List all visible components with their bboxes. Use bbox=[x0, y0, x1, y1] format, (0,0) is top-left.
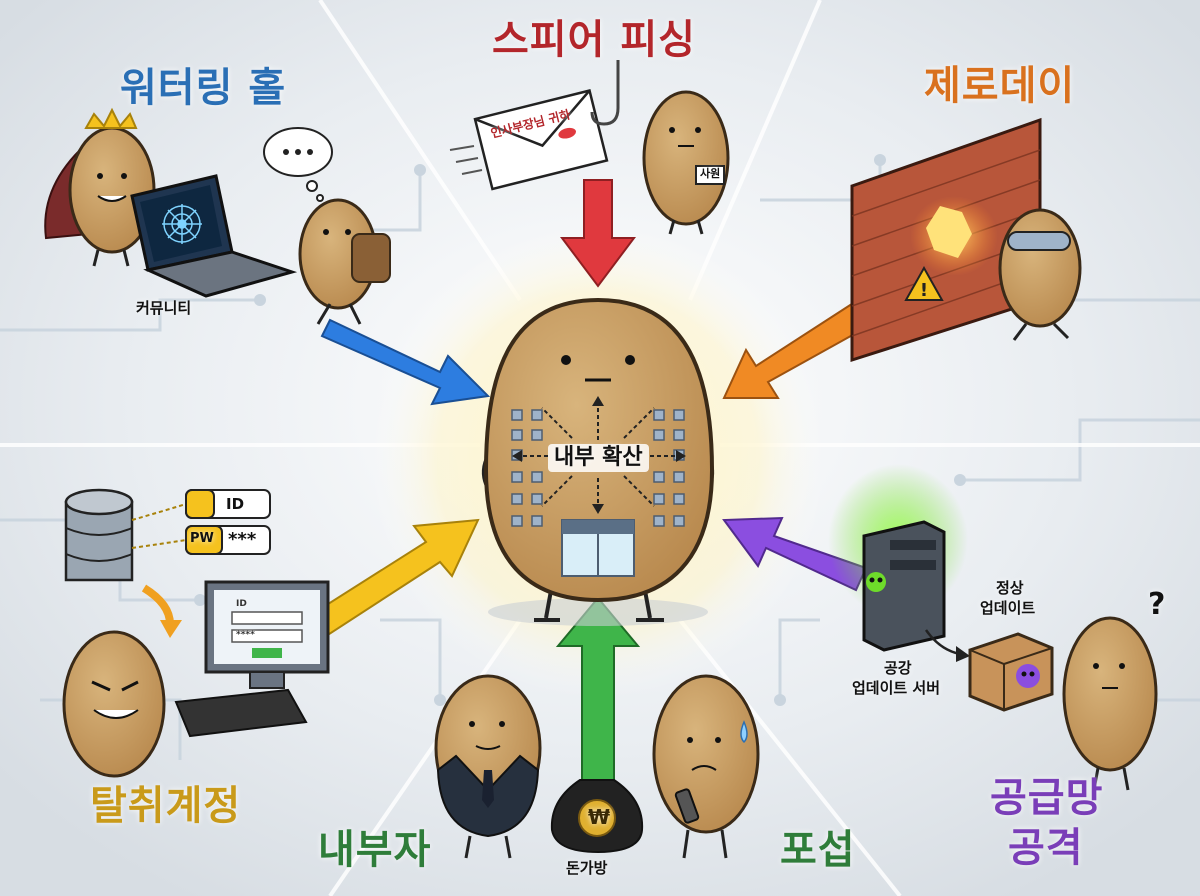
category-spear-phishing: 스피어 피싱 bbox=[492, 17, 696, 63]
insider-scene bbox=[434, 674, 760, 859]
arrow-spear-phishing bbox=[560, 179, 636, 288]
category-watering-hole: 워터링 홀 bbox=[120, 65, 287, 111]
fake-server-caption-line2: 업데이트 서버 bbox=[852, 679, 941, 697]
category-stolen-account: 탈취계정 bbox=[90, 783, 242, 829]
normal-update-caption-line2: 업데이트 bbox=[980, 599, 1036, 617]
spear-phishing-scene bbox=[449, 60, 730, 235]
keyboard bbox=[174, 688, 308, 738]
badge-caption: 사원 bbox=[700, 167, 721, 180]
monitor-pw-label: **** bbox=[236, 630, 255, 640]
envelope-icon bbox=[473, 89, 609, 191]
category-pos: 포섭 bbox=[780, 827, 856, 873]
category-supply-chain-line1: 공급망 bbox=[990, 775, 1104, 821]
center-label: 내부 확산 bbox=[548, 444, 649, 473]
monitor bbox=[204, 580, 330, 689]
category-zero-day: 제로데이 bbox=[924, 63, 1076, 109]
fishhook-icon bbox=[590, 60, 620, 126]
normal-update-caption-line1: 정상 bbox=[996, 579, 1024, 597]
watering-hole-scene bbox=[44, 107, 391, 325]
spider-web-icon bbox=[162, 204, 202, 244]
skull-icon bbox=[866, 572, 886, 592]
pw-tag-mask: *** bbox=[228, 529, 257, 550]
building-windows bbox=[511, 409, 685, 527]
spread-arrows bbox=[518, 402, 680, 508]
usb-icon bbox=[674, 788, 700, 824]
speed-lines bbox=[449, 145, 483, 175]
money-bag-caption: 돈가방 bbox=[566, 859, 608, 877]
fake-server-caption-line1: 공강 bbox=[884, 659, 912, 677]
svg-text:!: ! bbox=[920, 280, 928, 301]
server-icon bbox=[862, 520, 946, 652]
arrow-watering-hole bbox=[320, 318, 491, 406]
package-icon bbox=[968, 632, 1054, 712]
pw-tag-label: PW bbox=[190, 531, 214, 546]
warning-icon bbox=[904, 265, 944, 301]
question-mark-icon: ? bbox=[1148, 587, 1166, 622]
category-insider: 내부자 bbox=[318, 827, 432, 873]
thought-bubble-icon bbox=[263, 127, 333, 202]
sweat-drop-icon bbox=[740, 720, 748, 744]
monitor-id-label: ID bbox=[236, 599, 247, 609]
money-symbol: ₩ bbox=[588, 805, 611, 829]
supply-chain-scene bbox=[828, 464, 1158, 791]
category-supply-chain-line2: 공격 bbox=[1008, 825, 1084, 871]
zero-day-scene: ! bbox=[850, 117, 1082, 363]
id-tag-label: ID bbox=[226, 495, 245, 513]
community-caption: 커뮤니티 bbox=[136, 299, 192, 317]
stolen-account-scene bbox=[62, 488, 330, 778]
database-icon bbox=[64, 488, 134, 582]
